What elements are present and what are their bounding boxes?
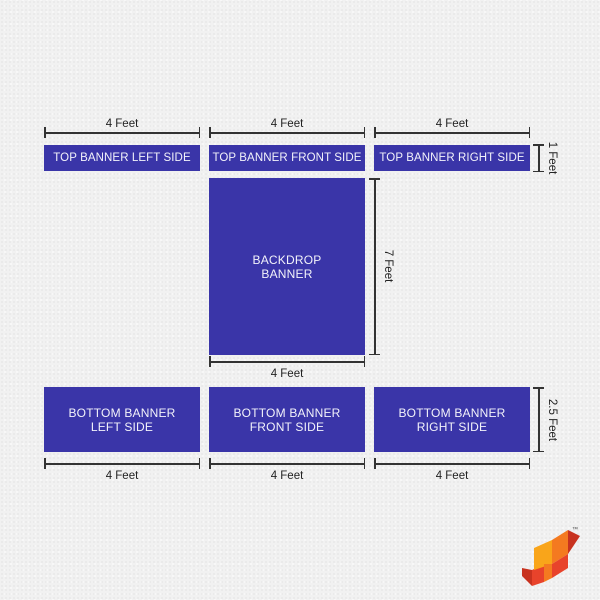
backdrop-banner: BACKDROP BANNER <box>209 178 365 355</box>
bottom-height-label: 2.5 Feet <box>546 398 558 442</box>
top-banner-right-side: TOP BANNER RIGHT SIDE <box>374 145 530 171</box>
trademark-mark: ™ <box>572 526 578 533</box>
top-banner-front-side: TOP BANNER FRONT SIDE <box>209 145 365 171</box>
bottom-height-dimension <box>533 387 544 452</box>
top-left-width-label: 4 Feet <box>105 118 139 130</box>
bottom-right-width-label: 4 Feet <box>435 470 469 482</box>
bottom-front-width-dimension <box>209 458 365 469</box>
top-right-width-dimension <box>374 127 530 138</box>
bottom-right-width-dimension <box>374 458 530 469</box>
backdrop-width-dimension <box>209 356 365 367</box>
bottom-banner-front-side: BOTTOM BANNER FRONT SIDE <box>209 387 365 452</box>
top-height-label: 1 Feet <box>546 141 558 175</box>
backdrop-height-label: 7 Feet <box>382 249 394 283</box>
top-right-width-label: 4 Feet <box>435 118 469 130</box>
bottom-banner-right-side: BOTTOM BANNER RIGHT SIDE <box>374 387 530 452</box>
top-height-dimension <box>533 144 544 172</box>
bottom-left-width-dimension <box>44 458 200 469</box>
top-banner-left-side: TOP BANNER LEFT SIDE <box>44 145 200 171</box>
bottom-banner-left-side: BOTTOM BANNER LEFT SIDE <box>44 387 200 452</box>
top-front-width-label: 4 Feet <box>270 118 304 130</box>
brand-logo-icon: ™ <box>522 526 580 586</box>
backdrop-height-dimension <box>369 178 380 355</box>
bottom-front-width-label: 4 Feet <box>270 470 304 482</box>
top-left-width-dimension <box>44 127 200 138</box>
bottom-left-width-label: 4 Feet <box>105 470 139 482</box>
top-front-width-dimension <box>209 127 365 138</box>
backdrop-width-label: 4 Feet <box>270 368 304 380</box>
